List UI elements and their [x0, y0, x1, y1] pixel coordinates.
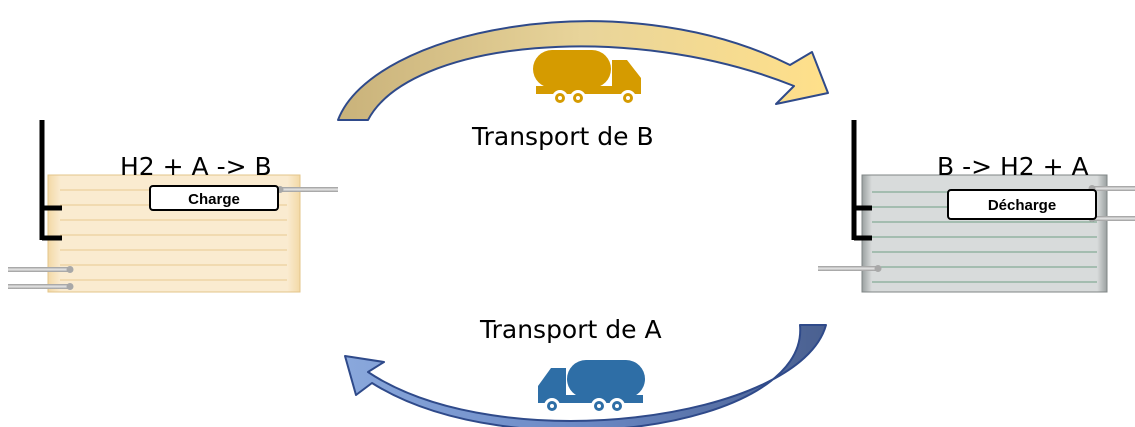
charge-box: [149, 185, 279, 211]
tanker-truck-blue-icon: [538, 360, 645, 414]
bottom-cycle-arrow: [344, 324, 827, 427]
right-reactor-equation: B -> H2 + A: [937, 152, 1089, 181]
tanker-truck-orange-icon: [533, 50, 641, 106]
top-cycle-arrow: [337, 20, 829, 121]
transport-b-label: Transport de B: [471, 122, 654, 151]
decharge-box: [947, 189, 1097, 220]
charge-label: Charge: [188, 191, 240, 208]
transport-a-label: Transport de A: [479, 315, 662, 344]
left-reactor-equation: H2 + A -> B: [120, 152, 272, 181]
decharge-label: Décharge: [988, 197, 1056, 214]
